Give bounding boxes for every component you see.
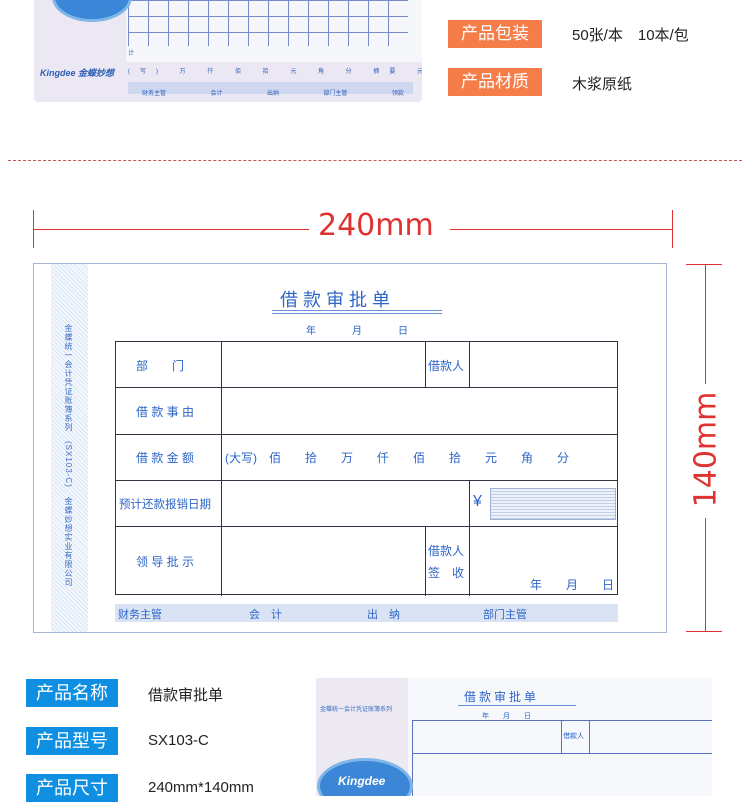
width-dimension-line-left — [33, 229, 309, 230]
top-form-grid — [128, 0, 408, 46]
table-col-line — [469, 480, 470, 526]
voucher-footer: 财务主管 会 计 出 纳 部门主管 — [115, 604, 618, 622]
voucher-table: 部 门 借款人 借 款 事 由 借 款 金 额 (大写) 佰 拾 万 仟 佰 拾… — [115, 341, 618, 596]
section-divider — [8, 160, 742, 161]
purpose-label: 借 款 事 由 — [136, 405, 195, 419]
amount-uppercase-row: (大写) 佰 拾 万 仟 佰 拾 元 角 分 — [225, 451, 569, 465]
kingdee-logo: Kingdee 金蝶妙想 — [40, 68, 115, 78]
top-footer-item: 财务主管 — [142, 91, 167, 97]
voucher-title: 借款审批单 — [280, 290, 395, 310]
width-dimension-label: 240mm — [318, 208, 434, 243]
borrower-sign-label-2: 签 收 — [428, 566, 465, 580]
table-row-line — [116, 526, 617, 527]
footer-item-dept-supervisor: 部门主管 — [483, 609, 527, 621]
footer-item-finance-supervisor: 财务主管 — [118, 609, 162, 621]
table-row-line — [116, 480, 617, 481]
product-size-label-tag: 产品尺寸 — [26, 774, 118, 802]
product-model-label-tag: 产品型号 — [26, 727, 118, 755]
bottom-date: 年 月 日 — [482, 713, 531, 720]
bottom-table-col-line — [589, 721, 590, 753]
bottom-borrower-label: 借款人 — [563, 733, 584, 740]
bottom-table-col-line — [561, 721, 562, 753]
material-value: 木浆原纸 — [572, 76, 633, 93]
leader-approval-label: 领 导 批 示 — [136, 555, 195, 569]
top-amount-row: (写) 万 仟 佰 拾 元 角 分 摘要 元 (张/号 元 — [128, 69, 422, 75]
height-dimension-tick-top — [686, 264, 722, 265]
bottom-product-photo: 金蝶统一会计凭证账簿系列 借款审批单 年 月 日 借款人 Kingdee — [316, 678, 712, 796]
bottom-form-paper — [408, 678, 712, 796]
bottom-logo-text: Kingdee — [338, 774, 386, 788]
kingdee-badge-icon: Kingdee — [317, 758, 413, 796]
yen-symbol: ¥ — [473, 493, 482, 510]
repay-date-label: 预计还款报销日期 — [119, 499, 211, 511]
voucher-stub-text: 金蝶统一会计凭证账簿系列 (SX103-C) 金蝶妙想实业有限公司 — [64, 324, 73, 587]
top-product-photo: 计 Kingdee 金蝶妙想 (写) 万 仟 佰 拾 元 角 分 摘要 元 (张… — [34, 0, 422, 102]
borrower-sign-label: 借款人 — [428, 544, 465, 558]
top-footer-item: 领款人 — [391, 91, 404, 97]
department-label: 部 门 — [136, 359, 185, 373]
width-dimension-tick-right — [672, 210, 673, 248]
top-footer-row: 财务主管 会计 出纳 部门主管 领款人 — [128, 82, 413, 97]
product-name-value: 借款审批单 — [148, 687, 224, 704]
borrower-label: 借款人 — [428, 359, 465, 373]
table-col-line — [425, 526, 426, 596]
kingdee-badge-icon — [52, 0, 132, 22]
material-label-tag: 产品材质 — [448, 68, 542, 96]
bottom-title: 借款审批单 — [464, 690, 540, 704]
top-total-label: 计 — [128, 51, 135, 57]
footer-item-accountant: 会 计 — [249, 609, 282, 621]
sign-date: 年 月 日 — [530, 578, 615, 592]
top-footer-item: 出纳 — [266, 91, 279, 97]
height-dimension-tick-bottom — [686, 631, 722, 632]
height-dimension-line-top — [705, 264, 706, 384]
yen-amount-box — [490, 488, 616, 520]
voucher-title-underline — [272, 310, 442, 311]
height-dimension-line-bottom — [705, 518, 706, 631]
voucher-date-month: 月 — [352, 326, 362, 337]
table-col-line — [469, 526, 470, 596]
bottom-form-table: 借款人 — [412, 720, 712, 796]
voucher-date-day: 日 — [398, 326, 408, 337]
packaging-label-tag: 产品包装 — [448, 20, 542, 48]
product-name-label-tag: 产品名称 — [26, 679, 118, 707]
voucher-form: 金蝶统一会计凭证账簿系列 (SX103-C) 金蝶妙想实业有限公司 借款审批单 … — [33, 263, 667, 633]
voucher-date-year: 年 — [306, 326, 316, 337]
packaging-value: 50张/本 10本/包 — [572, 27, 689, 44]
bottom-table-row-line — [413, 753, 712, 754]
product-model-value: SX103-C — [148, 732, 209, 749]
bottom-series-text: 金蝶统一会计凭证账簿系列 — [320, 707, 393, 713]
footer-item-cashier: 出 纳 — [367, 609, 400, 621]
product-size-value: 240mm*140mm — [148, 779, 254, 796]
table-row-line — [116, 434, 617, 435]
table-col-line — [469, 342, 470, 387]
top-footer-item: 会计 — [210, 91, 223, 97]
table-row-line — [116, 387, 617, 388]
amount-label: 借 款 金 额 — [136, 451, 195, 465]
top-footer-item: 部门主管 — [323, 91, 348, 97]
height-dimension-label: 140mm — [688, 391, 724, 508]
bottom-title-underline — [458, 705, 576, 706]
table-col-line — [221, 342, 222, 596]
voucher-title-underline — [272, 313, 442, 314]
table-col-line — [425, 342, 426, 387]
width-dimension-line-right — [450, 229, 672, 230]
voucher-stub — [51, 264, 88, 632]
